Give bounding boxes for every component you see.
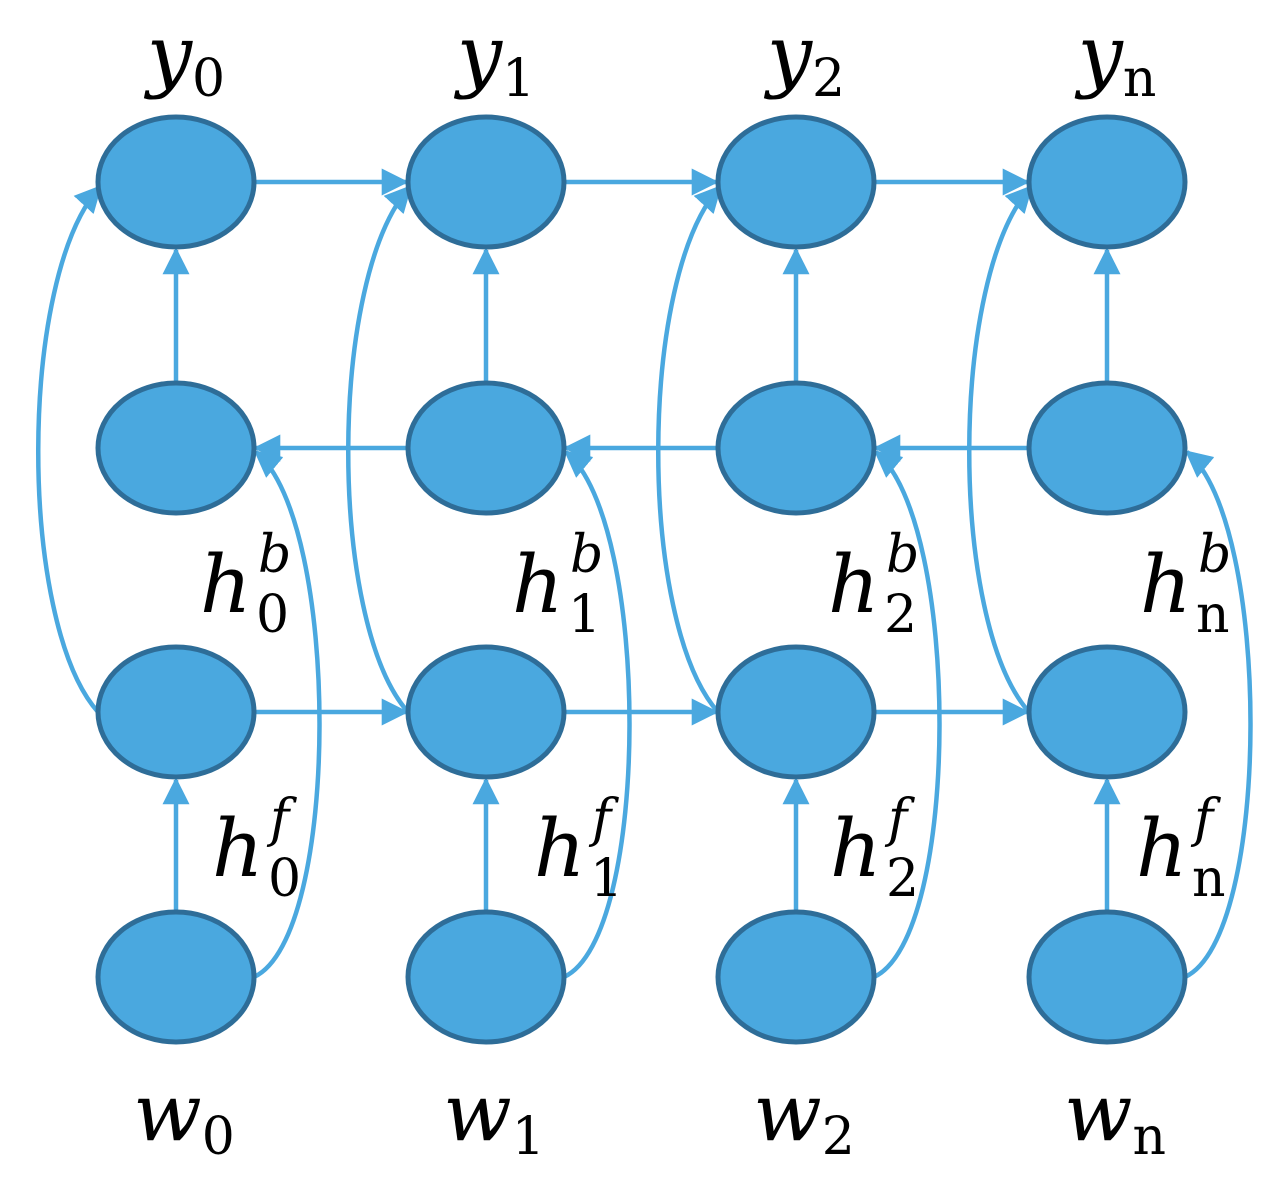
output-node-1 bbox=[405, 114, 567, 250]
forward-hidden-label-0-base: h bbox=[212, 802, 264, 895]
output-label-3: yn bbox=[1075, 8, 1157, 109]
hf-to-y-curve-3 bbox=[967, 185, 1033, 714]
forward-hidden-label-1-subscript: 1 bbox=[590, 849, 623, 909]
w-to-hb-curve-3 bbox=[1184, 450, 1253, 980]
input-node-0 bbox=[95, 909, 257, 1045]
forward-hidden-label-0-superscript: f bbox=[266, 789, 297, 849]
output-label-3-base: y bbox=[1075, 8, 1125, 101]
input-label-3-subscript: n bbox=[1132, 1107, 1166, 1167]
input-label-0-base: w bbox=[133, 1066, 201, 1159]
backward-hidden-label-1-subscript: 1 bbox=[568, 585, 601, 645]
backward-hidden-node-0 bbox=[95, 380, 257, 516]
forward-hidden-node-0 bbox=[95, 644, 257, 780]
backward-hidden-node-1 bbox=[405, 380, 567, 516]
input-label-3: wn bbox=[1064, 1066, 1166, 1167]
input-node-1 bbox=[405, 909, 567, 1045]
forward-hidden-label-3-superscript: f bbox=[1190, 789, 1221, 849]
backward-hidden-label-0-superscript: b bbox=[258, 525, 291, 585]
forward-hidden-label-2-subscript: 2 bbox=[886, 849, 919, 909]
output-label-1-subscript: 1 bbox=[502, 49, 535, 109]
nodes-layer bbox=[95, 114, 1188, 1045]
forward-hidden-node-1 bbox=[405, 644, 567, 780]
output-label-0-base: y bbox=[144, 8, 194, 101]
edges-layer bbox=[36, 168, 1253, 980]
output-node-0 bbox=[95, 114, 257, 250]
input-label-2-subscript: 2 bbox=[822, 1107, 855, 1167]
w-to-hb-curve-0 bbox=[253, 450, 322, 980]
forward-hidden-label-1-superscript: f bbox=[588, 789, 619, 849]
backward-hidden-label-3-superscript: b bbox=[1198, 525, 1231, 585]
forward-hidden-label-2-base: h bbox=[830, 802, 882, 895]
output-label-3-subscript: n bbox=[1123, 49, 1157, 109]
backward-hidden-label-3-subscript: n bbox=[1196, 585, 1230, 645]
forward-hidden-label-0-subscript: 0 bbox=[268, 849, 301, 909]
forward-hidden-node-2 bbox=[715, 644, 877, 780]
backward-hidden-label-0-base: h bbox=[200, 538, 252, 631]
input-label-3-base: w bbox=[1064, 1066, 1132, 1159]
forward-hidden-label-3-base: h bbox=[1136, 802, 1188, 895]
backward-hidden-label-0-subscript: 0 bbox=[256, 585, 289, 645]
input-node-2 bbox=[715, 909, 877, 1045]
hf-to-y-curve-1 bbox=[346, 185, 412, 714]
backward-hidden-label-2-base: h bbox=[828, 538, 880, 631]
forward-hidden-node-3 bbox=[1026, 644, 1188, 780]
forward-hidden-label-2-superscript: f bbox=[884, 789, 915, 849]
w-to-hb-curve-2 bbox=[873, 450, 942, 980]
output-label-1: y1 bbox=[454, 8, 535, 109]
input-label-2: w2 bbox=[753, 1066, 855, 1167]
backward-hidden-node-2 bbox=[715, 380, 877, 516]
output-label-1-base: y bbox=[454, 8, 504, 101]
input-node-3 bbox=[1026, 909, 1188, 1045]
output-label-0: y0 bbox=[144, 8, 225, 109]
input-label-0-subscript: 0 bbox=[202, 1107, 235, 1167]
backward-hidden-node-3 bbox=[1026, 380, 1188, 516]
output-node-3 bbox=[1026, 114, 1188, 250]
forward-hidden-label-3-subscript: n bbox=[1192, 849, 1226, 909]
output-label-2: y2 bbox=[764, 8, 845, 109]
backward-hidden-label-2-superscript: b bbox=[886, 525, 919, 585]
backward-hidden-label-1-base: h bbox=[512, 538, 564, 631]
backward-hidden-label-2-subscript: 2 bbox=[884, 585, 917, 645]
backward-hidden-label-3-base: h bbox=[1140, 538, 1192, 631]
input-label-1: w1 bbox=[443, 1066, 545, 1167]
output-label-0-subscript: 0 bbox=[192, 49, 225, 109]
input-label-2-base: w bbox=[753, 1066, 821, 1159]
input-label-1-subscript: 1 bbox=[512, 1107, 545, 1167]
backward-hidden-label-1-superscript: b bbox=[570, 525, 603, 585]
output-label-2-base: y bbox=[764, 8, 814, 101]
input-label-0: w0 bbox=[133, 1066, 235, 1167]
output-node-2 bbox=[715, 114, 877, 250]
hf-to-y-curve-0 bbox=[36, 185, 102, 714]
hf-to-y-curve-2 bbox=[656, 185, 722, 714]
w-to-hb-curve-1 bbox=[563, 450, 632, 980]
input-label-1-base: w bbox=[443, 1066, 511, 1159]
output-label-2-subscript: 2 bbox=[812, 49, 845, 109]
forward-hidden-label-1-base: h bbox=[534, 802, 586, 895]
